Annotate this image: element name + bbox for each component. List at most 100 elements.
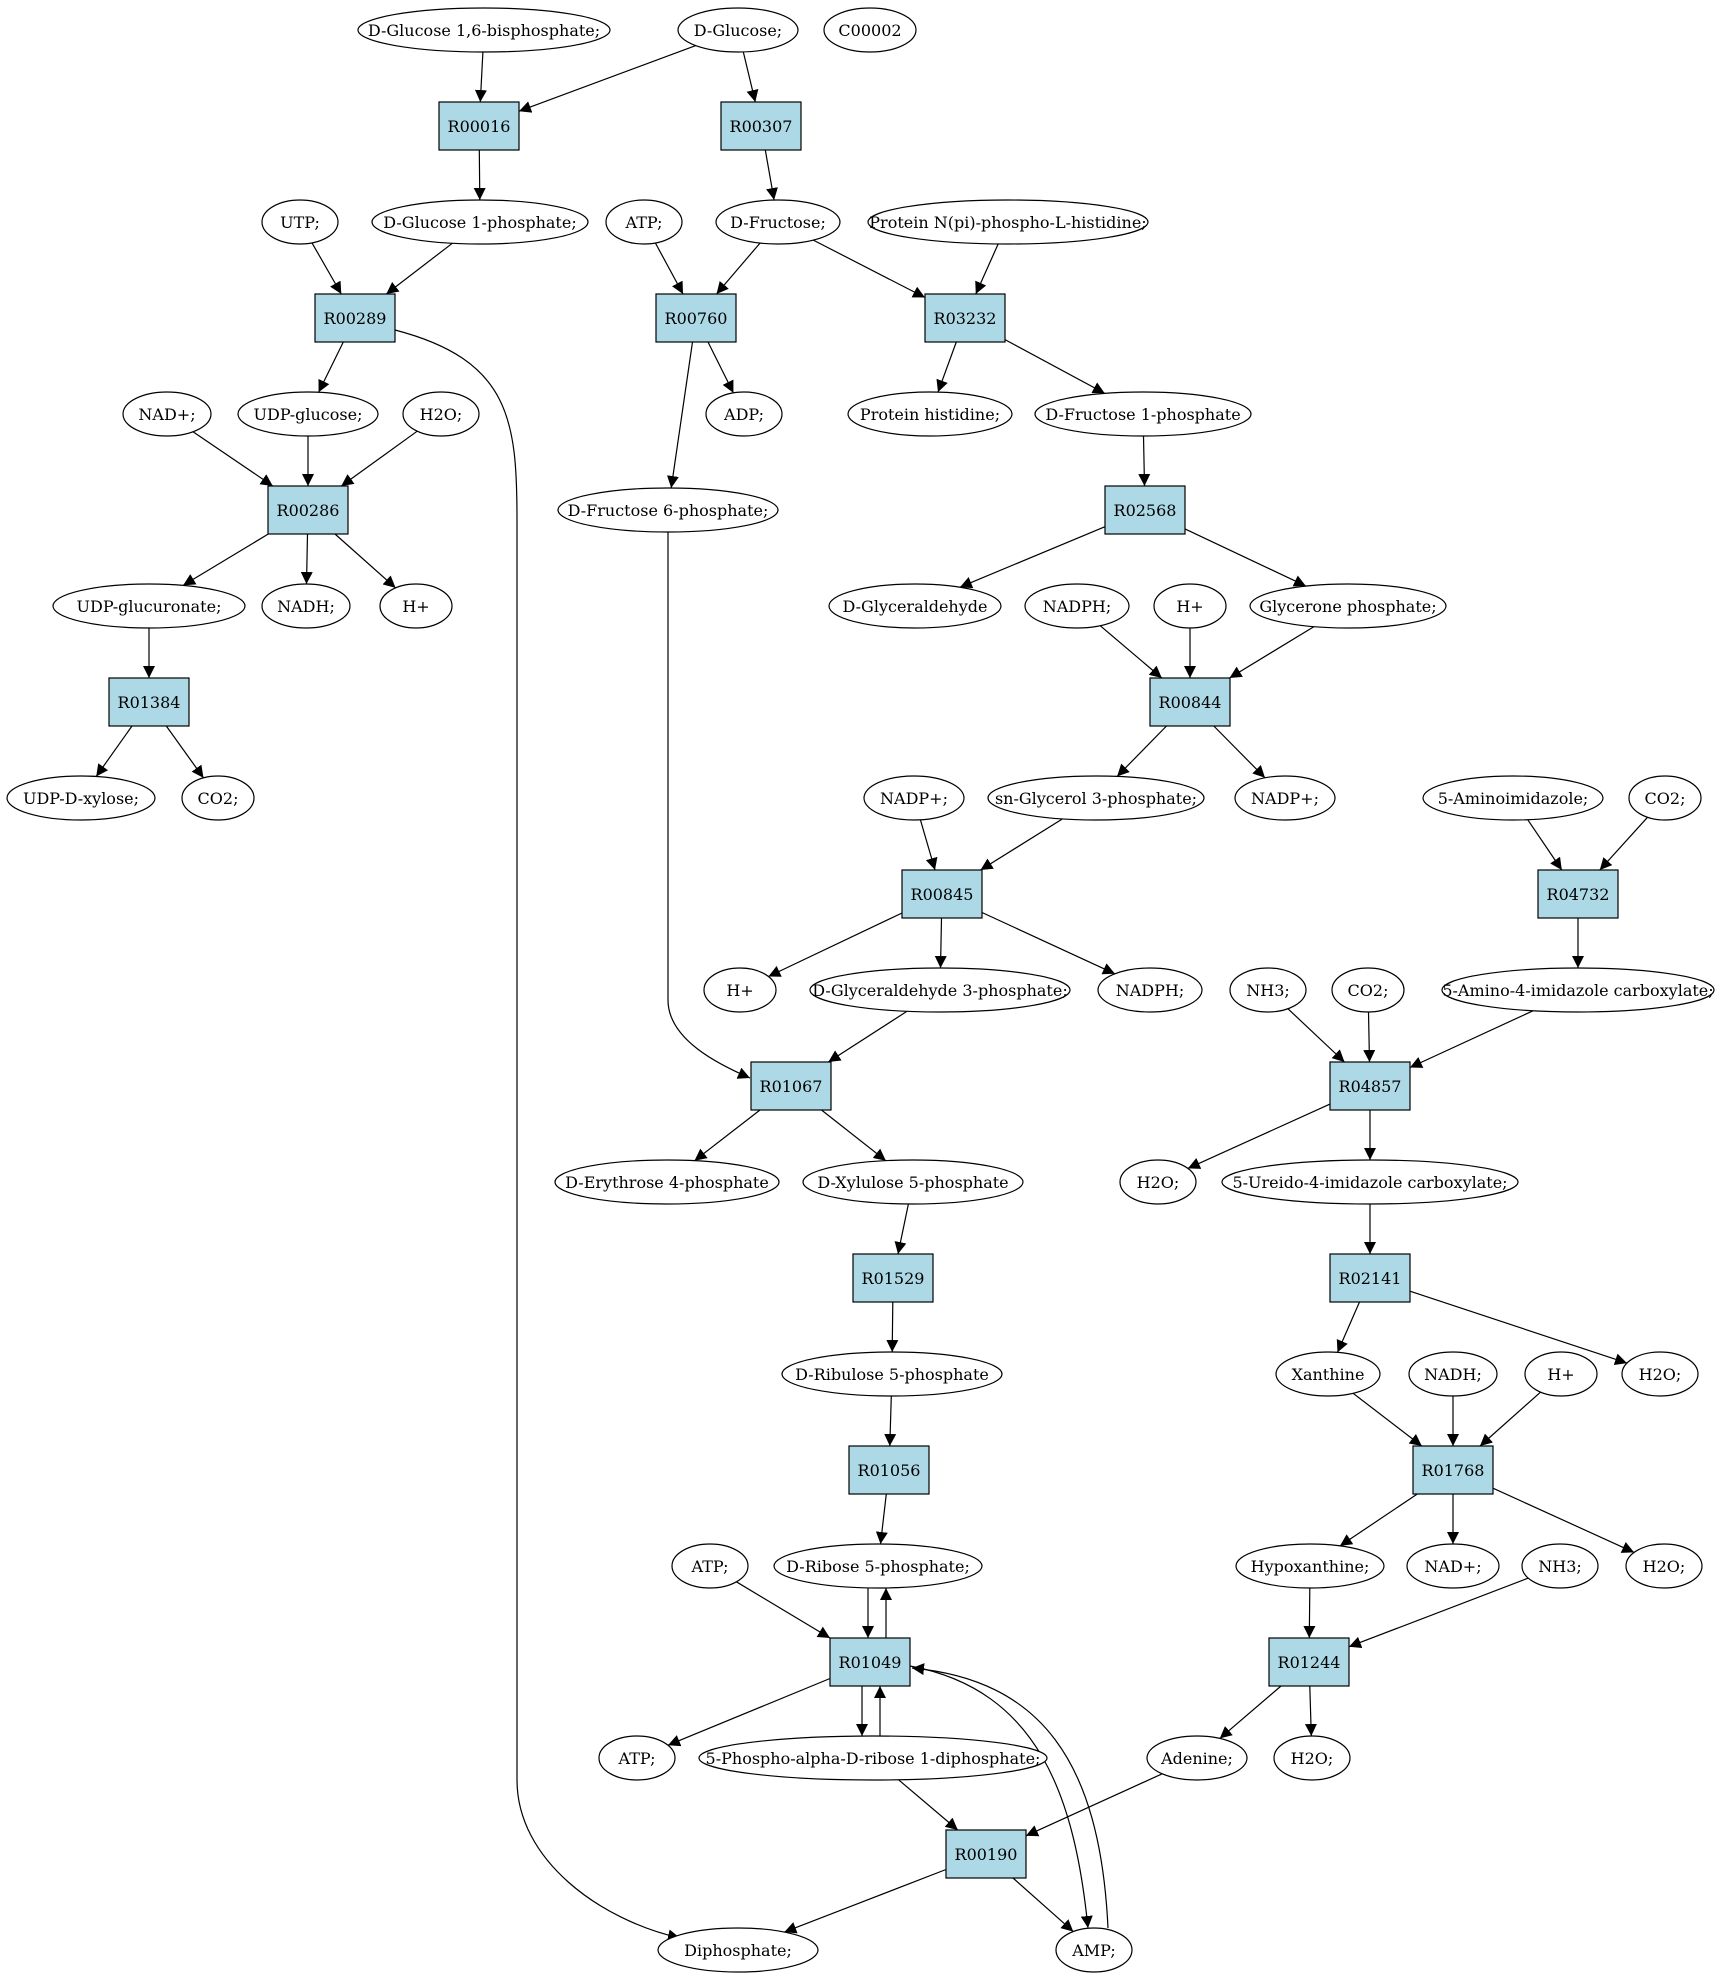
compound-label: CO2; — [1348, 981, 1389, 1000]
compound-node-nadpplus2[interactable]: NADP+; — [1234, 775, 1336, 821]
compound-node-co2a[interactable]: CO2; — [181, 775, 255, 821]
reaction-node-r00844[interactable]: R00844 — [1149, 677, 1231, 727]
compound-node-nadph2[interactable]: NADPH; — [1097, 967, 1203, 1013]
reaction-node-r00289[interactable]: R00289 — [314, 293, 396, 343]
compound-node-xan[interactable]: Xanthine — [1275, 1351, 1381, 1397]
reaction-node-r01529[interactable]: R01529 — [852, 1253, 934, 1303]
compound-node-udpglca[interactable]: UDP-glucuronate; — [52, 583, 246, 629]
reaction-node-r00760[interactable]: R00760 — [655, 293, 737, 343]
compound-node-atp1[interactable]: ATP; — [605, 199, 683, 245]
compound-node-r5p[interactable]: D-Ribose 5-phosphate; — [773, 1543, 983, 1589]
reaction-node-r04857[interactable]: R04857 — [1329, 1061, 1411, 1111]
compound-ellipse — [1034, 391, 1252, 437]
compound-node-ade[interactable]: Adenine; — [1146, 1735, 1248, 1781]
compound-ellipse — [261, 199, 339, 245]
reaction-node-r00286[interactable]: R00286 — [267, 485, 349, 535]
compound-ellipse — [52, 583, 246, 629]
edge-fru-to-R00760 — [716, 242, 761, 295]
compound-node-glc16bp[interactable]: D-Glucose 1,6-bisphosphate; — [357, 7, 611, 53]
compound-node-glc[interactable]: D-Glucose; — [677, 7, 799, 53]
compound-node-ureido[interactable]: 5-Ureido-4-imidazole carboxylate; — [1221, 1159, 1519, 1205]
compound-node-aminoimid[interactable]: 5-Aminoimidazole; — [1422, 775, 1604, 821]
compound-node-adp[interactable]: ADP; — [705, 391, 783, 437]
compound-label: H+ — [1547, 1365, 1574, 1384]
compound-node-prothis[interactable]: Protein histidine; — [847, 391, 1013, 437]
compound-node-h2[interactable]: H+ — [1153, 583, 1227, 629]
compound-node-amp[interactable]: AMP; — [1055, 1927, 1133, 1973]
edge-glc-to-R00016 — [518, 45, 697, 113]
compound-node-udpglc[interactable]: UDP-glucose; — [237, 391, 379, 437]
reaction-box — [267, 485, 349, 535]
compound-node-utp[interactable]: UTP; — [261, 199, 339, 245]
reaction-node-r01384[interactable]: R01384 — [108, 677, 190, 727]
compound-node-aicarb[interactable]: 5-Amino-4-imidazole carboxylate; — [1441, 967, 1715, 1013]
compound-node-nh3a[interactable]: NH3; — [1229, 967, 1307, 1013]
compound-ellipse — [357, 7, 611, 53]
compound-node-h1[interactable]: H+ — [379, 583, 453, 629]
compound-node-nh3b[interactable]: NH3; — [1521, 1543, 1599, 1589]
compound-node-e4p[interactable]: D-Erythrose 4-phosphate — [554, 1159, 780, 1205]
compound-node-atp2[interactable]: ATP; — [671, 1543, 749, 1589]
compound-node-fru1p[interactable]: D-Fructose 1-phosphate — [1034, 391, 1252, 437]
compound-node-glc1p[interactable]: D-Glucose 1-phosphate; — [371, 199, 589, 245]
compound-node-co2b[interactable]: CO2; — [1628, 775, 1702, 821]
reaction-node-r01244[interactable]: R01244 — [1268, 1637, 1350, 1687]
compound-node-nadh1[interactable]: NADH; — [261, 583, 351, 629]
reaction-node-r00307[interactable]: R00307 — [720, 101, 802, 151]
compound-node-h2o1[interactable]: H2O; — [402, 391, 480, 437]
compound-node-nadp_a[interactable]: NAD+; — [122, 391, 212, 437]
compound-node-h2o4[interactable]: H2O; — [1625, 1543, 1703, 1589]
edge-R00844-to-g3p — [1116, 725, 1167, 777]
compound-node-h2o5[interactable]: H2O; — [1273, 1735, 1351, 1781]
compound-node-atp3[interactable]: ATP; — [598, 1735, 676, 1781]
edge-R00845-to-gap — [934, 917, 947, 969]
compound-node-prpp[interactable]: 5-Phospho-alpha-D-ribose 1-diphosphate; — [698, 1735, 1048, 1781]
compound-node-nadph1[interactable]: NADPH; — [1024, 583, 1130, 629]
compound-node-co2c[interactable]: CO2; — [1331, 967, 1405, 1013]
compound-label: ADP; — [723, 405, 764, 424]
compound-ellipse — [802, 1159, 1024, 1205]
reaction-node-r04732[interactable]: R04732 — [1537, 869, 1619, 919]
compound-label: D-Glucose 1-phosphate; — [383, 213, 576, 232]
compound-label: NADP+; — [880, 789, 948, 808]
reaction-node-r00016[interactable]: R00016 — [438, 101, 520, 151]
compound-node-h2o3[interactable]: H2O; — [1621, 1351, 1699, 1397]
edge-R00289-to-udpglc — [318, 341, 344, 393]
compound-node-xu5p[interactable]: D-Xylulose 5-phosphate — [802, 1159, 1024, 1205]
reaction-node-r00190[interactable]: R00190 — [945, 1829, 1027, 1879]
compound-node-nadplus2[interactable]: NAD+; — [1406, 1543, 1500, 1589]
edge-utp-to-R00289 — [311, 242, 342, 295]
reaction-label: R01768 — [1422, 1461, 1485, 1480]
compound-node-nadpplus1[interactable]: NADP+; — [863, 775, 965, 821]
compound-node-fru6p[interactable]: D-Fructose 6-phosphate; — [557, 487, 779, 533]
reaction-node-r02141[interactable]: R02141 — [1329, 1253, 1411, 1303]
compound-node-h2o2[interactable]: H2O; — [1119, 1159, 1197, 1205]
compound-node-fru[interactable]: D-Fructose; — [715, 199, 841, 245]
reaction-node-r02568[interactable]: R02568 — [1104, 485, 1186, 535]
reaction-node-r03232[interactable]: R03232 — [924, 293, 1006, 343]
compound-ellipse — [703, 967, 777, 1013]
edge-hypox-to-R01244 — [1303, 1587, 1316, 1639]
compound-node-h3[interactable]: H+ — [703, 967, 777, 1013]
compound-ellipse — [598, 1735, 676, 1781]
compound-node-ru5p[interactable]: D-Ribulose 5-phosphate — [781, 1351, 1003, 1397]
reaction-node-r01768[interactable]: R01768 — [1412, 1445, 1494, 1495]
compound-node-udpxyl[interactable]: UDP-D-xylose; — [6, 775, 156, 821]
reaction-node-r01067[interactable]: R01067 — [750, 1061, 832, 1111]
compound-node-gap[interactable]: D-Glyceraldehyde 3-phosphate; — [809, 967, 1071, 1013]
edge-R00289-to-ppi — [394, 329, 681, 1942]
compound-node-glyald[interactable]: D-Glyceraldehyde — [828, 583, 1002, 629]
compound-node-h4[interactable]: H+ — [1524, 1351, 1598, 1397]
compound-node-nadh2[interactable]: NADH; — [1408, 1351, 1498, 1397]
reaction-node-r01049[interactable]: R01049 — [829, 1637, 911, 1687]
reaction-node-r00845[interactable]: R00845 — [901, 869, 983, 919]
compound-node-ppi[interactable]: Diphosphate; — [657, 1927, 819, 1973]
compound-node-g3p[interactable]: sn-Glycerol 3-phosphate; — [987, 775, 1205, 821]
compound-node-protnpi[interactable]: Protein N(pi)-phospho-L-histidine; — [867, 199, 1149, 245]
compound-label: UDP-D-xylose; — [23, 789, 139, 808]
edge-glc1p-to-R00289 — [385, 242, 453, 295]
reaction-node-r01056[interactable]: R01056 — [848, 1445, 930, 1495]
compound-node-dhap[interactable]: Glycerone phosphate; — [1249, 583, 1447, 629]
compound-node-hypox[interactable]: Hypoxanthine; — [1235, 1543, 1385, 1589]
compound-node-c00002[interactable]: C00002 — [823, 7, 917, 53]
